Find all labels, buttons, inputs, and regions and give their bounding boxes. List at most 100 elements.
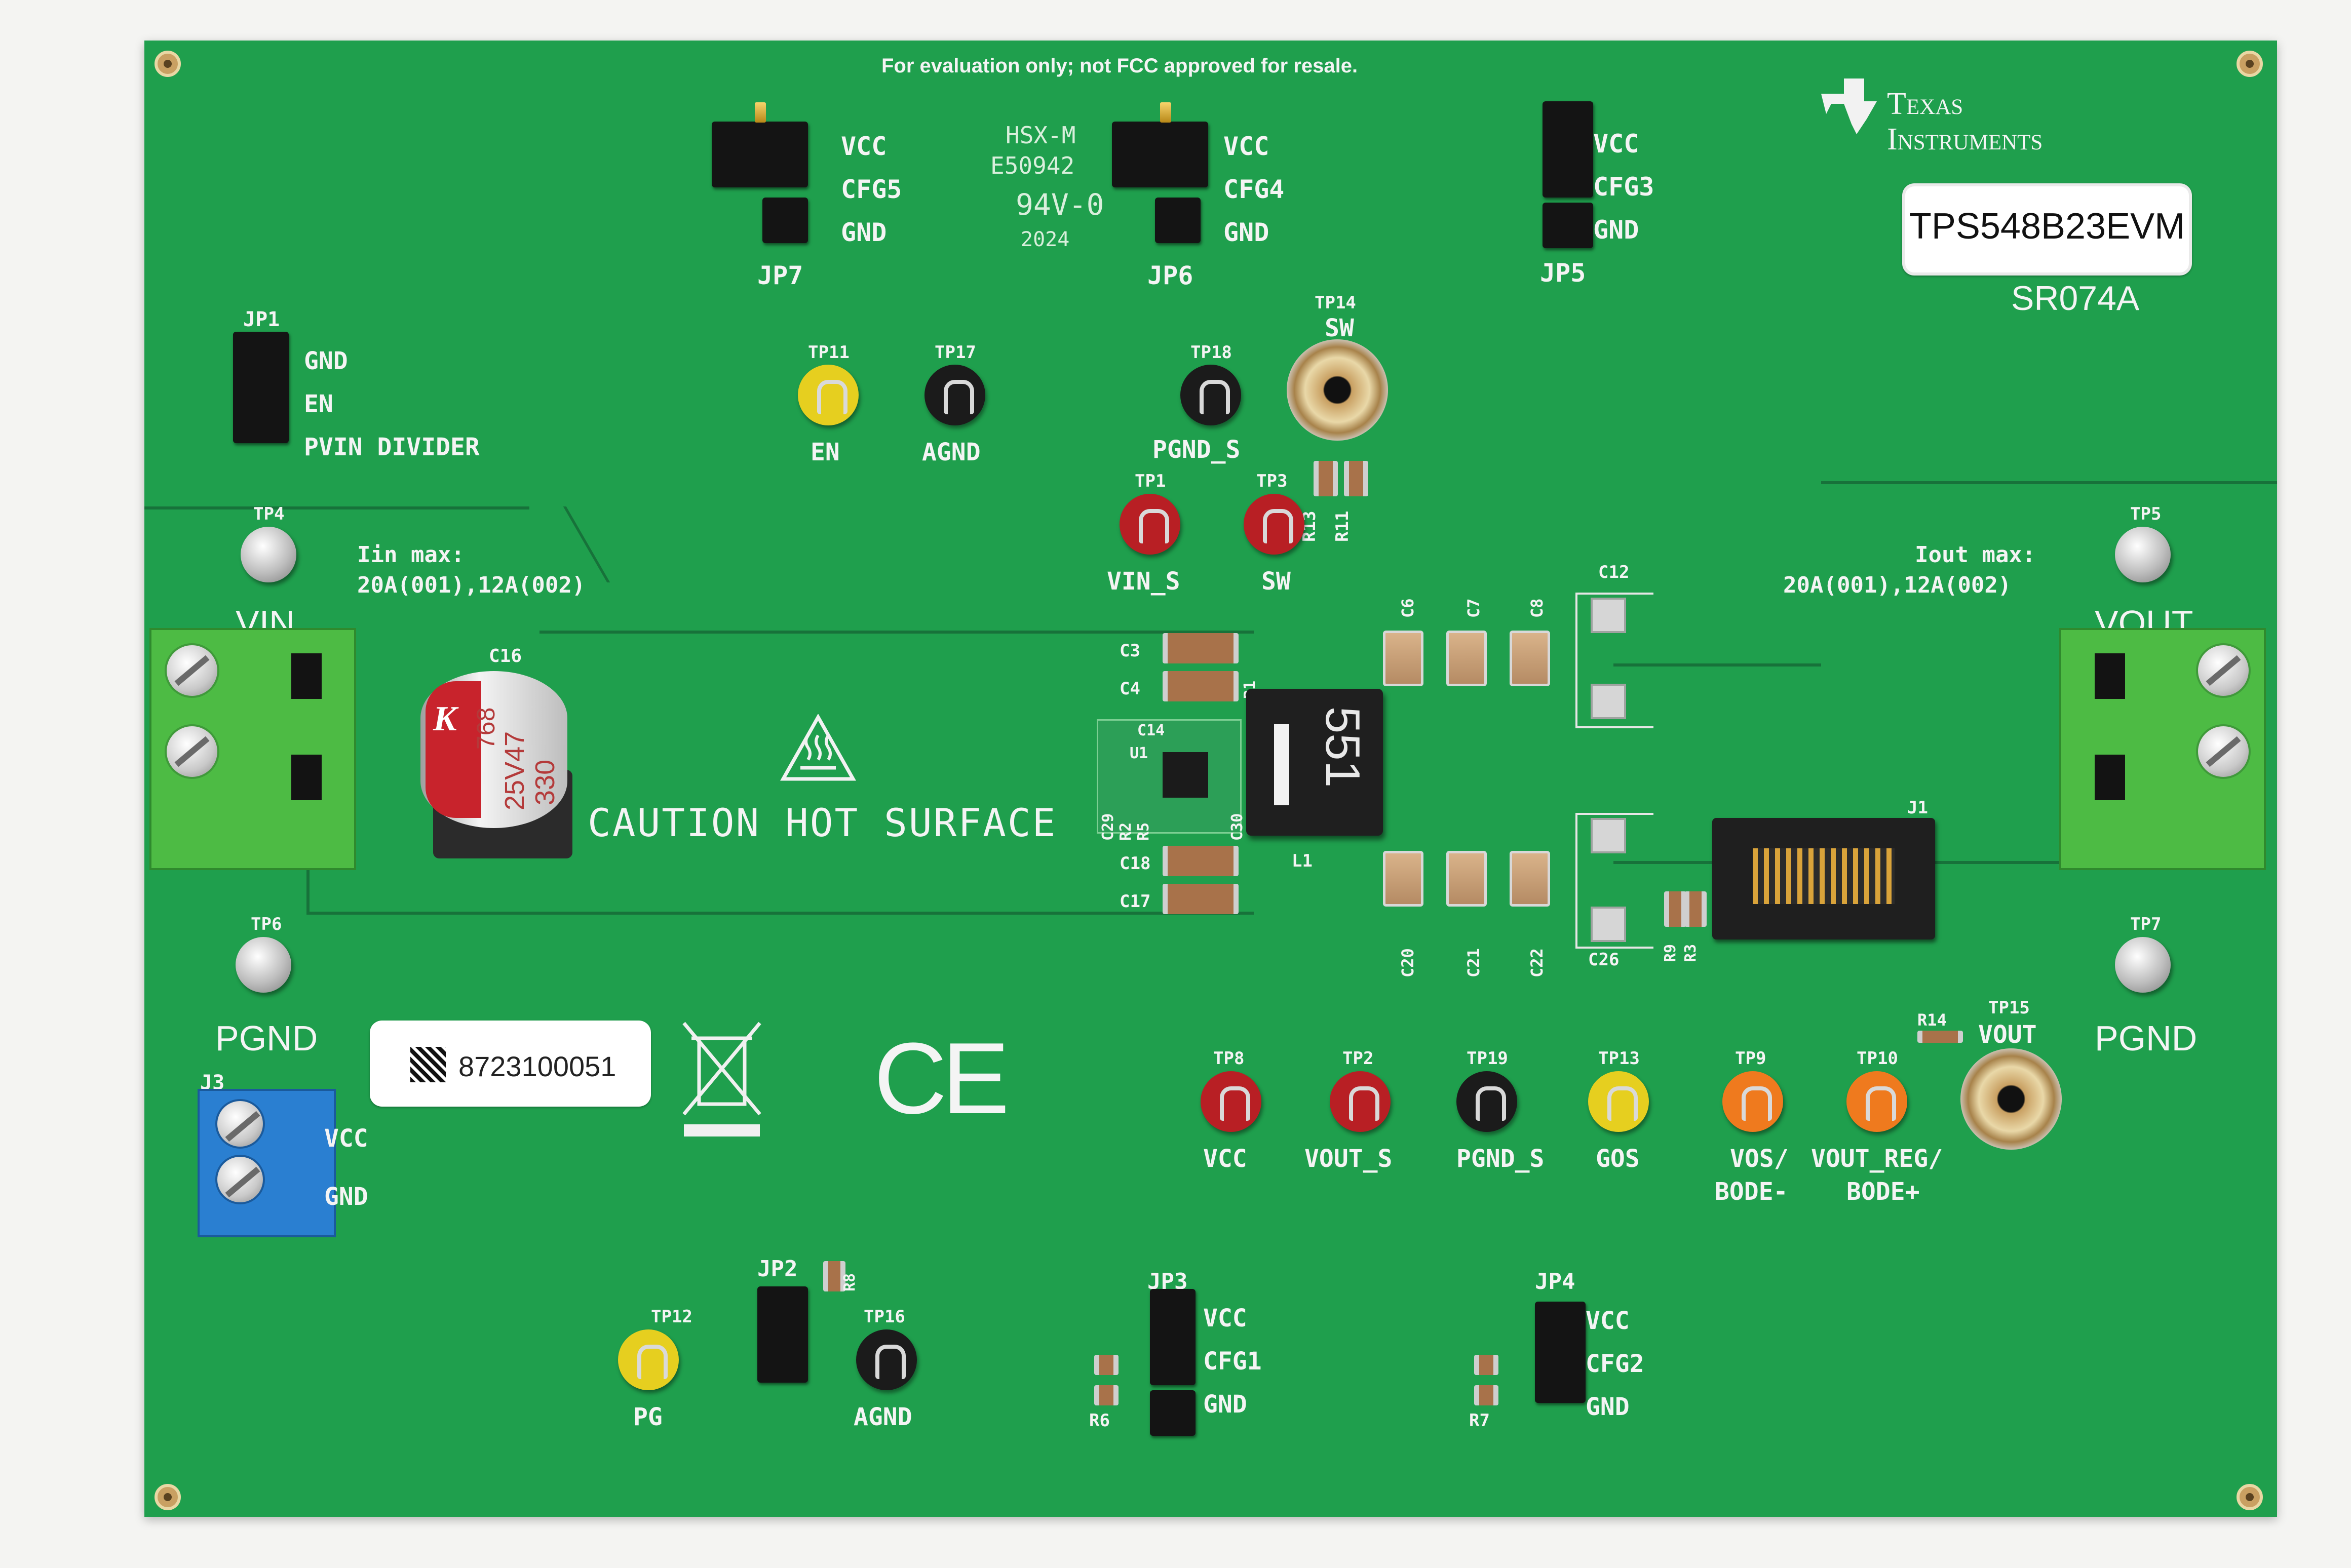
jumper-jp2[interactable] [757,1286,808,1383]
mounting-hole [155,51,181,77]
c17-ref: C17 [1120,891,1151,912]
testpoint-vin-s[interactable] [1120,494,1180,555]
j3-screw[interactable] [215,1155,265,1204]
tp19-ref: TP19 [1467,1048,1508,1069]
r11-ref: R11 [1332,511,1353,542]
resistor-r7 [1474,1355,1498,1375]
iin-max-value: 20A(001),12A(002) [357,572,586,598]
capacitor-c26-pad [1591,818,1626,853]
resistor-r11 [1344,461,1368,496]
cap-value: 330 [530,759,560,805]
resistor-r13 [1314,461,1338,496]
testpoint-vout-reg[interactable] [1846,1071,1907,1132]
testpoint-pg[interactable] [618,1329,679,1390]
tp16-label: AGND [854,1403,912,1431]
jumper-pin [755,102,766,123]
sw-probe-socket[interactable] [1287,339,1388,441]
tp2-label: VOUT_S [1304,1145,1393,1173]
model-number: TPS548B23EVM [1909,206,2185,247]
testpoint-vout-post[interactable] [2115,527,2171,582]
vin-screw[interactable] [165,643,219,698]
tp8-ref: TP8 [1213,1048,1245,1069]
brand-line2: Instruments [1887,122,2043,156]
tp14-label: SW [1325,314,1354,342]
testpoint-gos[interactable] [1588,1071,1649,1132]
serial-number: 8723100051 [458,1050,616,1082]
testpoint-vin-post[interactable] [241,527,296,582]
tp3-ref: TP3 [1256,471,1288,491]
ul-mark-line: HSX-M [1006,122,1076,149]
connector-j1[interactable] [1712,818,1935,939]
weee-bin-icon [682,1022,761,1136]
c21-ref: C21 [1464,948,1483,977]
testpoint-pgnd-post[interactable] [236,937,291,993]
vout-gnd-screw[interactable] [2196,724,2251,779]
r14-ref: R14 [1917,1010,1947,1030]
tp19-label: PGND_S [1456,1145,1545,1173]
jumper-jp3[interactable] [1150,1289,1196,1385]
ti-logo-icon [1821,79,1877,134]
tp17-label: AGND [922,438,981,466]
brand-line1: Texas [1887,87,1963,121]
jumper-jp1[interactable] [233,332,289,443]
testpoint-vcc[interactable] [1201,1071,1261,1132]
testpoint-pgnd-s[interactable] [1180,365,1241,425]
terminal-opening [2095,653,2125,699]
testpoint-en[interactable] [798,365,859,425]
fcc-notice: For evaluation only; not FCC approved fo… [881,55,1358,77]
testpoint-vos[interactable] [1722,1071,1783,1132]
testpoint-sw[interactable] [1244,494,1304,555]
jp4-ref: JP4 [1535,1269,1575,1295]
resistor-r7 [1474,1385,1498,1405]
tp9-label2: BODE- [1715,1178,1788,1206]
pgnd-screw[interactable] [165,724,219,779]
c29-ref: C29 [1099,813,1117,841]
tp7-ref: TP7 [2130,914,2162,934]
tp10-label2: BODE+ [1846,1178,1920,1206]
connector-pins [1753,848,1895,904]
jp7-pin-label: GND [841,218,887,247]
c8-ref: C8 [1527,598,1547,618]
jp6-pin-label: CFG4 [1223,175,1285,204]
capacitor-c26-pad [1591,907,1626,942]
r7-ref: R7 [1469,1410,1490,1431]
header-pin-jp7 [762,198,808,243]
capacitor-c7 [1446,631,1487,686]
iout-max-title: Iout max: [1915,542,2036,568]
c16-ref: C16 [489,646,522,667]
j3-screw[interactable] [215,1099,265,1149]
c6-ref: C6 [1398,598,1417,618]
testpoint-pgnd-post[interactable] [2115,937,2171,993]
jp3-pin-label: VCC [1203,1304,1247,1332]
jumper-jp7[interactable] [712,122,808,187]
cap-sleeve [426,681,481,818]
tp2-ref: TP2 [1342,1048,1374,1069]
tp13-label: GOS [1596,1145,1640,1173]
jumper-jp4[interactable] [1535,1302,1586,1403]
vout-screw[interactable] [2196,643,2251,698]
l1-ref: L1 [1292,851,1313,871]
jp7-pin-label: VCC [841,132,887,161]
c12-outline [1575,593,1653,728]
inductor-l1: 551 [1246,689,1383,836]
c30-ref: C30 [1228,813,1246,841]
resistor-r8 [823,1261,845,1291]
c4-ref: C4 [1120,679,1140,699]
c26-ref: C26 [1588,950,1620,970]
tp14-ref: TP14 [1315,293,1356,313]
testpoint-vout-s[interactable] [1330,1071,1391,1132]
jp1-pin-label: PVIN DIVIDER [304,433,480,461]
vout-probe-socket[interactable] [1960,1048,2062,1150]
capacitor-c20 [1383,851,1423,907]
cap-brand: K [433,699,457,738]
jumper-jp6[interactable] [1112,122,1208,187]
j1-ref: J1 [1907,798,1928,818]
jp1-pin-label: EN [304,390,333,418]
testpoint-agnd[interactable] [924,365,985,425]
jumper-jp5[interactable] [1543,101,1593,198]
testpoint-pgnd-s-bottom[interactable] [1456,1071,1517,1132]
tp13-ref: TP13 [1598,1048,1640,1069]
tp17-ref: TP17 [935,342,976,363]
testpoint-agnd-bottom[interactable] [856,1329,917,1390]
pcb-board: For evaluation only; not FCC approved fo… [144,41,2277,1517]
